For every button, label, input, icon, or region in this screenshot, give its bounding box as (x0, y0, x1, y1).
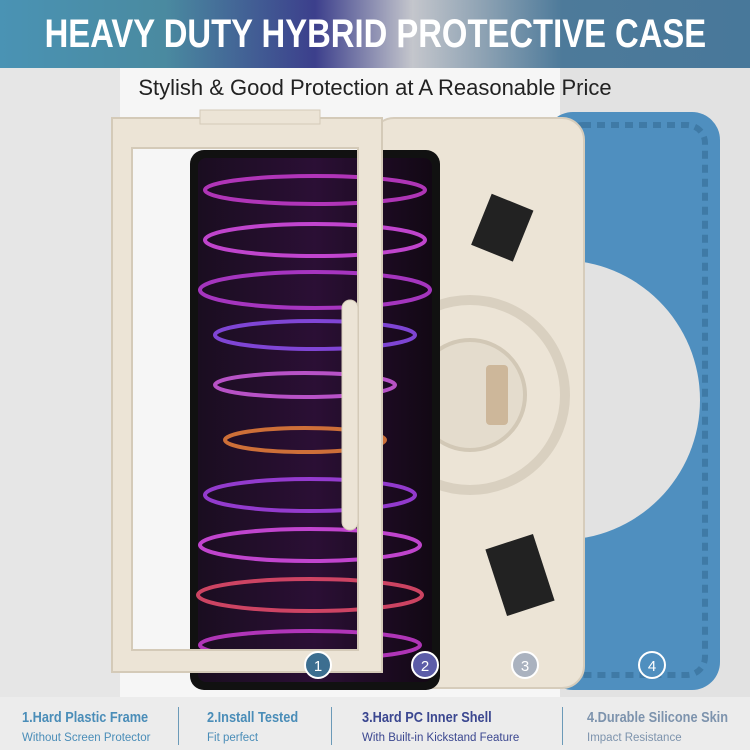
badge-2: 2 (421, 658, 429, 675)
feature-desc: Fit perfect (207, 732, 259, 744)
hard-plastic-frame (111, 109, 383, 673)
feature-2: 2.Install Tested Fit perfect (207, 709, 314, 744)
divider (331, 707, 332, 745)
badge-3: 3 (521, 658, 529, 675)
feature-desc: With Built-in Kickstand Feature (362, 732, 520, 744)
feature-bar: 1.Hard Plastic Frame Without Screen Prot… (0, 697, 750, 750)
feature-desc: Impact Resistance (587, 732, 682, 744)
subtitle: Stylish & Good Protection at A Reasonabl… (138, 75, 612, 100)
badge-4: 4 (648, 658, 656, 675)
feature-4: 4.Durable Silicone Skin Impact Resistanc… (587, 709, 750, 744)
page-title: HEAVY DUTY HYBRID PROTECTIVE CASE (44, 11, 706, 56)
feature-title: 3.Hard PC Inner Shell (362, 709, 492, 726)
feature-3: 3.Hard PC Inner Shell With Built-in Kick… (362, 709, 519, 744)
feature-1: 1.Hard Plastic Frame Without Screen Prot… (22, 709, 170, 744)
feature-title: 4.Durable Silicone Skin (587, 709, 729, 726)
header-banner: HEAVY DUTY HYBRID PROTECTIVE CASE (0, 0, 750, 68)
badge-1: 1 (314, 658, 322, 675)
feature-desc: Without Screen Protector (22, 732, 151, 744)
product-illustration: 1 2 3 4 (111, 109, 720, 690)
feature-title: 2.Install Tested (207, 709, 299, 726)
feature-title: 1.Hard Plastic Frame (22, 709, 149, 726)
tablet-screen (190, 150, 440, 690)
divider (178, 707, 179, 745)
number-badges: 1 2 3 4 (304, 651, 666, 679)
divider (562, 707, 563, 745)
